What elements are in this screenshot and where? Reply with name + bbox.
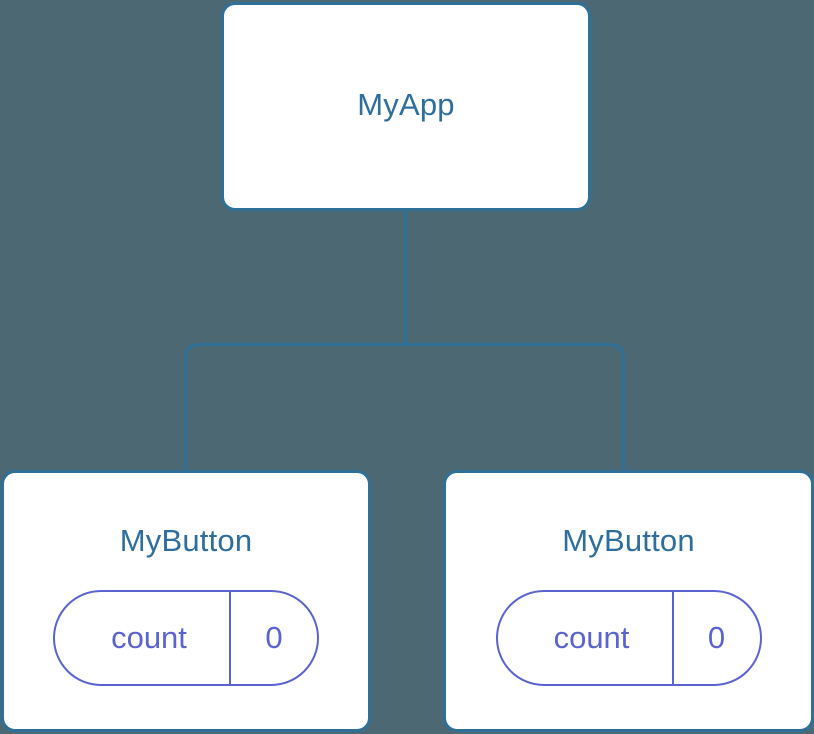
node-mybutton-1[interactable]: MyButton count 0 [443, 470, 814, 732]
node-myapp[interactable]: MyApp [221, 2, 591, 211]
node-mybutton-0[interactable]: MyButton count 0 [1, 470, 371, 732]
state-key-0: count [111, 620, 187, 655]
state-pill-0[interactable]: count 0 [53, 590, 319, 686]
state-pill-1[interactable]: count 0 [495, 590, 762, 686]
edge-bus-to-child-1 [405, 343, 625, 472]
state-value-0: 0 [229, 592, 317, 684]
node-title-mybutton-1: MyButton [562, 523, 695, 558]
node-title-mybutton-0: MyButton [119, 523, 253, 558]
edge-bus-to-child-0 [184, 343, 406, 472]
node-title-myapp: MyApp [357, 86, 455, 122]
state-key-1: count [553, 620, 630, 655]
state-value-1: 0 [671, 592, 760, 684]
